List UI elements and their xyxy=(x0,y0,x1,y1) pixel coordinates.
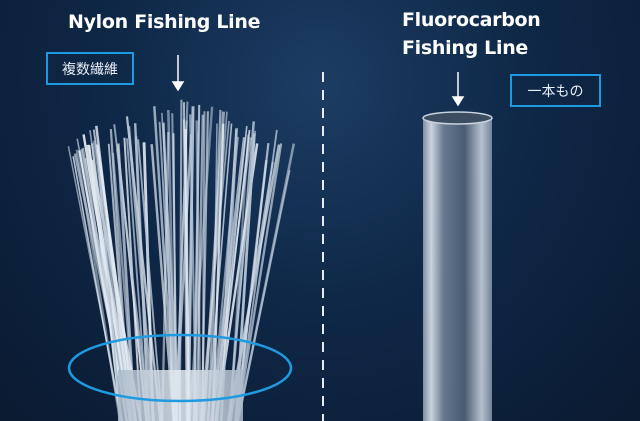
fiber xyxy=(201,111,206,421)
nylon-tag: 複数繊維 xyxy=(46,52,134,85)
fiber xyxy=(193,104,201,421)
fiber xyxy=(171,113,179,421)
nylon-bundle-base xyxy=(118,370,243,421)
fiber xyxy=(178,99,183,421)
fluorocarbon-rod xyxy=(422,111,493,421)
fiber xyxy=(236,143,296,421)
nylon-title: Nylon Fishing Line xyxy=(68,11,261,33)
fiber xyxy=(236,143,283,421)
highlight-ellipse xyxy=(67,333,293,403)
fiber xyxy=(202,111,225,421)
fiber xyxy=(195,114,205,421)
fiber xyxy=(67,146,123,421)
fluorocarbon-title-line1: Fluorocarbon xyxy=(402,9,541,31)
fluorocarbon-arrow xyxy=(451,72,465,107)
nylon-arrow xyxy=(171,55,185,92)
fluorocarbon-tag: 一本もの xyxy=(510,74,601,107)
fluorocarbon-title-line2: Fishing Line xyxy=(402,37,529,59)
